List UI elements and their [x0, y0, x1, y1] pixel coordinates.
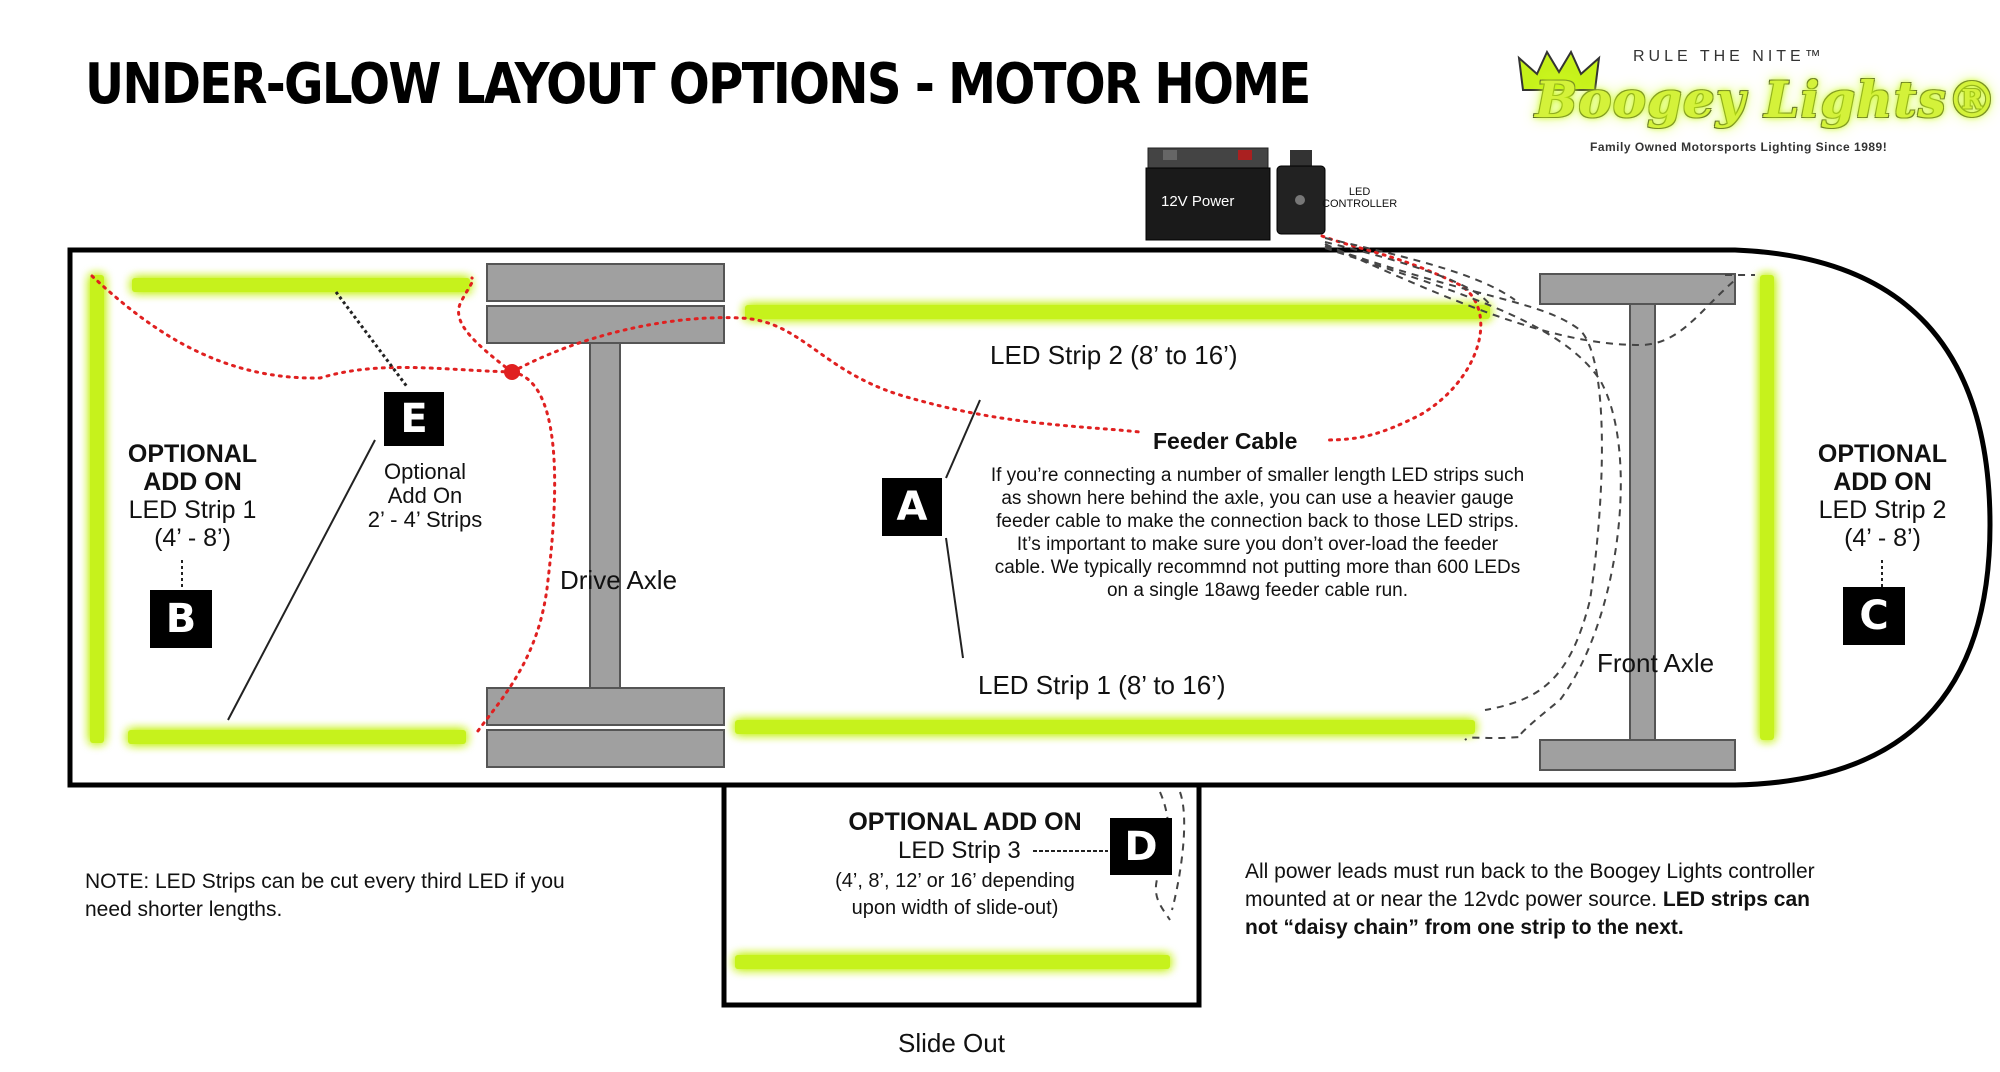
optional-strip-d	[735, 955, 1170, 969]
controller-label: LED CONTROLLER	[1322, 186, 1397, 210]
power-note-line3: not “daisy chain” from one strip to the …	[1245, 916, 1684, 939]
optional-c-line3: LED Strip 2	[1818, 496, 1947, 524]
optional-d-line3: (4’, 8’, 12’ or 16’ depending	[835, 870, 1075, 892]
power-note-line2-bold: LED strips can	[1662, 888, 1810, 911]
feeder-text-line: on a single 18awg feeder cable run.	[1106, 580, 1409, 601]
drive-axle-label: Drive Axle	[560, 565, 678, 595]
battery-icon	[1145, 147, 1271, 241]
logo-tagline-bottom: Family Owned Motorsports Lighting Since …	[1590, 140, 1888, 154]
cut-note-line2: need shorter lengths.	[85, 898, 283, 921]
controller-icon	[1276, 150, 1326, 235]
feeder-cable	[90, 234, 1483, 737]
optional-e-line2: Add On	[387, 483, 463, 508]
front-axle-shape	[1539, 273, 1736, 771]
page-title: UNDER-GLOW LAYOUT OPTIONS - MOTOR HOME	[85, 52, 1311, 117]
drive-axle-shape	[486, 263, 725, 768]
logo-tagline-top: RULE THE NITE™	[1633, 48, 1825, 65]
feeder-text-line: If you’re connecting a number of smaller…	[990, 465, 1525, 486]
badge-e: E	[384, 392, 444, 446]
optional-d-line4: upon width of slide-out)	[851, 897, 1059, 919]
brand-logo: RULE THE NITE™ Boogey Lights® Family Own…	[1515, 48, 1997, 158]
optional-b-line3: LED Strip 1	[128, 496, 257, 524]
led-strips	[90, 275, 1774, 969]
feeder-text-line: as shown here behind the axle, you can u…	[1001, 488, 1514, 509]
front-axle-label: Front Axle	[1597, 648, 1715, 678]
optional-c-line1: OPTIONAL	[1817, 440, 1948, 468]
optional-d-size: (4’, 8’, 12’ or 16’ depending upon width…	[790, 868, 1120, 922]
power-note-line2: mounted at or near the 12vdc power sourc…	[1245, 886, 1815, 914]
optional-strip-c	[1760, 275, 1774, 740]
optional-d-line2: LED Strip 3	[898, 837, 1021, 864]
badge-d: D	[1110, 818, 1172, 875]
logo-brand-name: Boogey Lights®	[1535, 70, 1998, 129]
cut-note: NOTE: LED Strips can be cut every third …	[85, 868, 565, 924]
feeder-cable-description: If you’re connecting a number of smaller…	[960, 464, 1555, 602]
optional-e-line1: Optional	[384, 459, 466, 484]
feeder-text-line: feeder cable to make the connection back…	[996, 511, 1519, 532]
badge-c: C	[1843, 587, 1905, 645]
power-note-line1: All power leads must run back to the Boo…	[1245, 860, 1815, 883]
motorhome-outline	[67, 247, 1993, 788]
led-strip-bottom-rear	[128, 730, 466, 744]
optional-d-title: OPTIONAL ADD ON	[848, 808, 1082, 836]
cut-note-line1: NOTE: LED Strips can be cut every third …	[85, 870, 565, 893]
battery-label: 12V Power	[1161, 193, 1235, 210]
power-note: All power leads must run back to the Boo…	[1245, 858, 1815, 942]
badge-a: A	[882, 478, 942, 536]
feeder-text-line: cable. We typically recommnd not putting…	[994, 557, 1521, 578]
controller-label-line2: CONTROLLER	[1322, 198, 1398, 210]
optional-strip-b	[90, 275, 104, 743]
feeder-cable-label: Feeder Cable	[1153, 428, 1298, 454]
feeder-text-line: It’s important to make sure you don’t ov…	[1016, 534, 1499, 555]
crown-icon	[1517, 50, 1601, 91]
power-leads	[1171, 237, 1755, 911]
badge-b: B	[150, 590, 212, 648]
led-strip-2-label: LED Strip 2 (8’ to 16’)	[990, 340, 1238, 370]
optional-e-line3: 2’ - 4’ Strips	[367, 507, 483, 532]
power-note-line2-plain: mounted at or near the 12vdc power sourc…	[1245, 888, 1663, 911]
optional-b-line1: OPTIONAL	[127, 440, 258, 468]
led-strip-1-label: LED Strip 1 (8’ to 16’)	[978, 670, 1226, 700]
feeder-junction	[504, 364, 520, 380]
optional-c-label: OPTIONAL ADD ON LED Strip 2 (4’ - 8’)	[1790, 440, 1975, 552]
optional-b-line4: (4’ - 8’)	[154, 524, 231, 552]
optional-e-label: Optional Add On 2’ - 4’ Strips	[345, 460, 505, 532]
optional-c-line4: (4’ - 8’)	[1844, 524, 1921, 552]
slide-out-label: Slide Out	[898, 1028, 1005, 1058]
optional-b-label: OPTIONAL ADD ON LED Strip 1 (4’ - 8’)	[100, 440, 285, 552]
led-strip-top-rear	[132, 278, 470, 292]
optional-b-line2: ADD ON	[143, 468, 242, 496]
optional-c-line2: ADD ON	[1833, 468, 1932, 496]
led-strip-2	[745, 305, 1490, 319]
callout-lines	[181, 291, 1883, 852]
led-strip-1	[735, 720, 1475, 734]
controller-label-line1: LED	[1348, 186, 1371, 198]
